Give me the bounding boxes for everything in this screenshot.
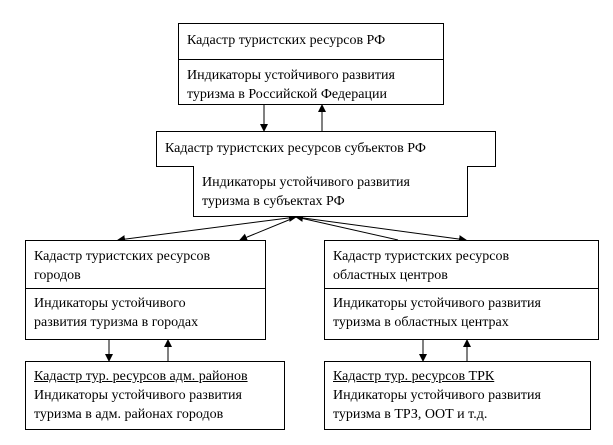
regional-centers-cadastre-box: Кадастр туристских ресурсов областных це…	[324, 240, 599, 340]
regional-centers-title: Кадастр туристских ресурсов областных це…	[333, 249, 510, 283]
federal-indicators: Индикаторы устойчивого развития туризма …	[187, 68, 395, 102]
cities-title: Кадастр туристских ресурсов городов	[34, 249, 211, 283]
divider	[26, 288, 265, 289]
arrow-subjects-cities-b	[239, 216, 297, 242]
cities-indicators: Индикаторы устойчивого развития туризма …	[34, 296, 199, 330]
regional-centers-indicators: Индикаторы устойчивого развития туризма …	[333, 296, 541, 330]
federal-cadastre-box: Кадастр туристских ресурсов РФ Индикатор…	[178, 23, 444, 105]
subjects-title: Кадастр туристских ресурсов субъектов РФ	[165, 141, 426, 156]
subjects-indicators-box: Индикаторы устойчивого развития туризма …	[193, 166, 468, 217]
districts-title: Кадастр тур. ресурсов адм. районов	[34, 369, 248, 384]
districts-indicators: Индикаторы устойчивого развития туризма …	[34, 388, 242, 422]
subjects-indicators: Индикаторы устойчивого развития туризма …	[202, 175, 410, 209]
divider	[179, 59, 443, 60]
trk-cadastre-box: Кадастр тур. ресурсов ТРК Индикаторы уст…	[324, 361, 591, 430]
arrow-subjects-centers-b	[295, 216, 399, 241]
federal-title: Кадастр туристских ресурсов РФ	[187, 33, 386, 48]
trk-title: Кадастр тур. ресурсов ТРК	[333, 369, 495, 384]
cities-cadastre-box: Кадастр туристских ресурсов городов Инди…	[25, 240, 266, 340]
trk-indicators: Индикаторы устойчивого развития туризма …	[333, 388, 541, 422]
arrow-subjects-cities-a	[117, 213, 297, 244]
subjects-title-box: Кадастр туристских ресурсов субъектов РФ	[156, 131, 496, 167]
arrow-subjects-centers-a	[295, 213, 467, 244]
divider	[325, 288, 598, 289]
districts-cadastre-box: Кадастр тур. ресурсов адм. районов Индик…	[25, 361, 285, 430]
